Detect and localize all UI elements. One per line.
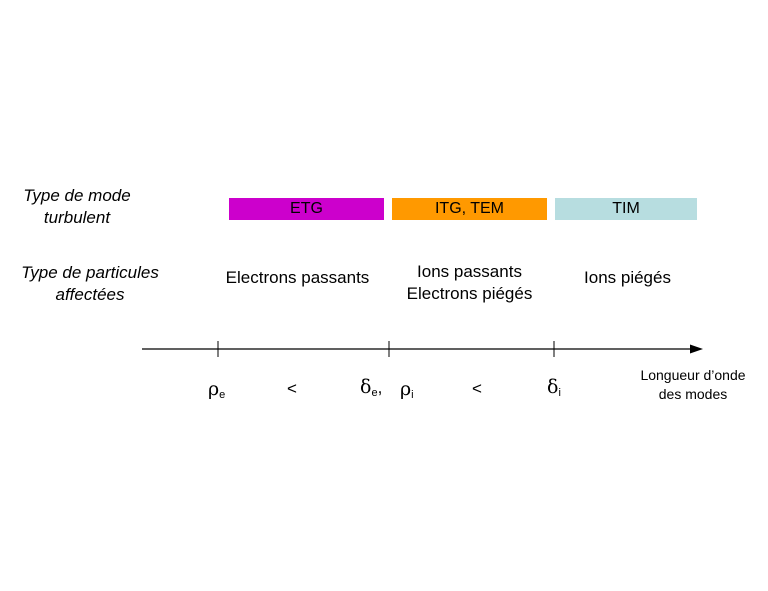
symbol-rho-i: ρi [400,378,414,406]
mode-bar-tim: TIM [555,198,697,220]
symbol-sub-e: e [371,387,378,399]
mode-type-label: Type de mode turbulent [0,185,162,229]
particles-ions-passants: Ions passants [417,262,522,281]
axis-title-line1: Longueur d’onde [640,367,746,383]
mode-bar-etg-label: ETG [290,200,323,217]
mode-type-label-line1: Type de mode [23,186,131,205]
particles-electrons-passants: Electrons passants [225,268,370,287]
mode-bar-tim-label: TIM [612,200,640,217]
particle-type-label-line1: Type de particules [21,263,159,282]
symbol-delta-i: δi [547,376,561,404]
mode-bar-etg: ETG [229,198,384,220]
symbol-comma: , [377,378,383,397]
symbol-sub-i: i [411,389,414,401]
less-than-2: < [472,379,482,398]
mode-bar-itg-tem-label: ITG, TEM [434,200,505,217]
axis-arrowhead [690,344,703,354]
symbol-delta: δ [547,376,559,398]
axis-title: Longueur d’onde des modes [618,366,768,404]
particle-type-label-line2: affectées [55,285,125,304]
symbol-sub-i: i [558,387,561,399]
mode-bar-itg-tem: ITG, TEM [392,198,547,220]
particles-ions-electrons: Ions passants Electrons piégés [392,261,547,305]
axis-title-line2: des modes [658,386,728,402]
symbol-rho: ρ [208,378,220,400]
symbol-rho-e: ρe [208,378,225,406]
symbol-sub-e: e [219,389,226,401]
mode-type-label-line2: turbulent [43,208,111,227]
symbol-delta: δ [360,376,372,398]
less-than-1: < [287,379,297,398]
particles-electrons-pieges: Electrons piégés [406,284,533,303]
symbol-delta-e: δe, [360,376,382,404]
symbol-rho: ρ [400,378,412,400]
particles-ions-pieges: Ions piégés [584,268,671,287]
particle-type-label: Type de particules affectées [5,262,175,306]
